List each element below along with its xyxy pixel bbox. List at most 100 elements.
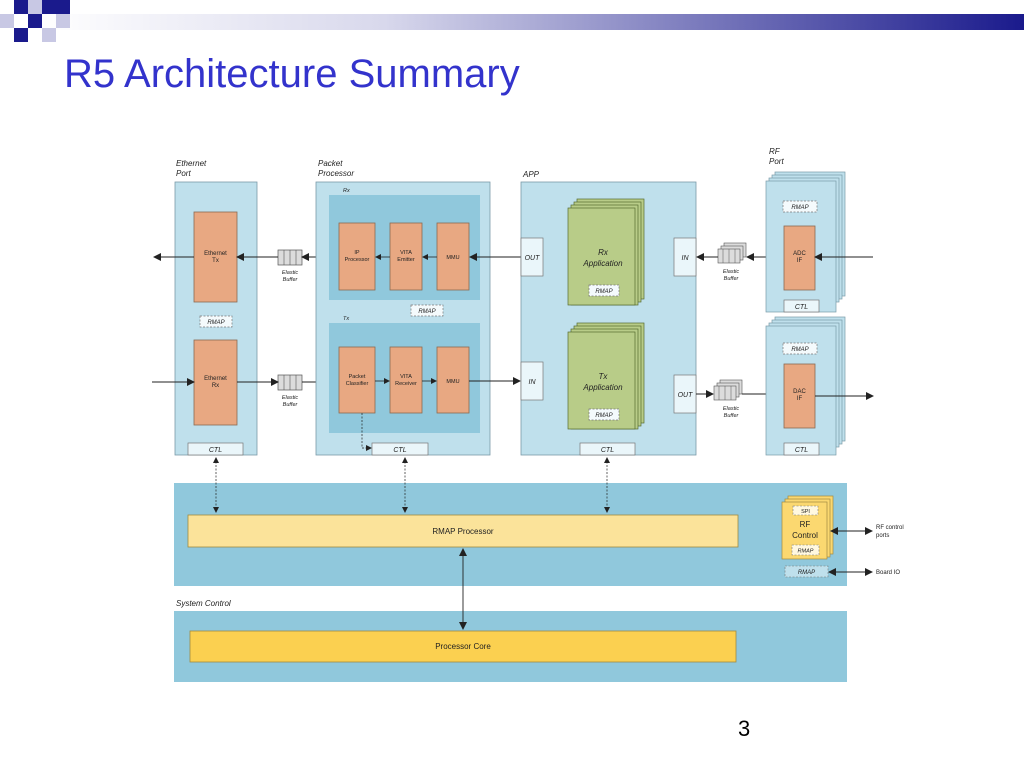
- packet-processor-label-2: Processor: [318, 169, 354, 178]
- app-out-port: [520, 237, 544, 277]
- classifier-to-ctl-dashed: [361, 413, 372, 451]
- pp-rx-label: Rx: [343, 188, 350, 194]
- rmap-processor-block: [187, 514, 739, 548]
- spi-box: [792, 505, 819, 516]
- rmap-processor-label: RMAP Processor: [432, 527, 494, 536]
- rf-control-label: RF: [800, 520, 811, 529]
- elastic-buffer-rx: [277, 374, 303, 391]
- processor-core-block: [189, 630, 737, 663]
- ethernet-port-label: Ethernet: [176, 159, 207, 168]
- mmu-rx-label: MMU: [446, 255, 459, 261]
- ethernet-tx-label: Ethernet: [204, 251, 227, 257]
- ethernet-ctl-box: [187, 442, 244, 456]
- ip-processor-block: [338, 222, 376, 291]
- ethernet-rx-label-2: Rx: [212, 383, 219, 389]
- rf-control-ports-label-2: ports: [876, 533, 889, 539]
- spi-label: SPI: [801, 509, 810, 515]
- rf-adc-ctl-box: [783, 299, 820, 313]
- rx-app-rmap-box: [588, 284, 620, 297]
- ethernet-rx-label: Ethernet: [204, 376, 227, 382]
- app-in-label: IN: [529, 379, 537, 386]
- header-checker-bar: [0, 0, 1024, 42]
- adc-if-label: ADC: [793, 251, 806, 257]
- elastic-buffer-rf-rx-label: Elastic: [723, 269, 739, 275]
- dac-if-label-2: IF: [797, 396, 803, 402]
- app-out-label: OUT: [525, 255, 541, 262]
- app-label: APP: [522, 170, 540, 179]
- rf-port-label-2: Port: [769, 157, 784, 166]
- dac-if-label: DAC: [793, 389, 806, 395]
- elastic-buffer-rf-rx: [717, 242, 747, 264]
- vita-receiver-block: [389, 346, 423, 414]
- packet-classifier-block: [338, 346, 376, 414]
- ethernet-port-label-2: Port: [176, 169, 191, 178]
- vita-receiver-label: VITA: [400, 374, 412, 380]
- ethernet-rx-block: [193, 339, 238, 426]
- app-ctl-label: CTL: [601, 447, 614, 454]
- app-in-right-label: IN: [682, 255, 690, 262]
- elastic-buffer-rf-rx-label-2: Buffer: [724, 276, 740, 282]
- board-rmap-box: [784, 565, 829, 578]
- rf-adc-rmap-label: RMAP: [791, 205, 808, 211]
- slide-title: R5 Architecture Summary: [64, 52, 520, 96]
- packet-classifier-label: Packet: [349, 374, 366, 380]
- ethernet-tx-label-2: Tx: [212, 258, 219, 264]
- mmu-tx-block: [436, 346, 470, 414]
- ethernet-rmap-label: RMAP: [207, 320, 224, 326]
- app-ctl-box: [579, 442, 636, 456]
- system-control-label: System Control: [176, 599, 231, 608]
- vita-receiver-label-2: Receiver: [395, 381, 417, 387]
- ethernet-tx-block: [193, 211, 238, 303]
- rf-control-rmap-label: RMAP: [798, 549, 814, 555]
- vita-emitter-block: [389, 222, 423, 291]
- rf-adc-rmap-box: [782, 200, 818, 213]
- mmu-rx-block: [436, 222, 470, 291]
- rf-adc-ctl-label: CTL: [795, 304, 808, 311]
- rf-control-rmap-box: [791, 544, 820, 556]
- pp-rmap-box: [410, 304, 444, 317]
- tx-app-rmap-box: [588, 408, 620, 421]
- elastic-buffer-tx: [277, 249, 303, 266]
- packet-processor-label: Packet: [318, 159, 343, 168]
- elastic-buffer-tx-label: Elastic: [282, 270, 298, 276]
- ip-processor-label-2: Processor: [345, 257, 370, 263]
- tx-app-rmap-label: RMAP: [595, 413, 612, 419]
- mmu-tx-label: MMU: [446, 379, 459, 385]
- ethernet-ctl-label: CTL: [209, 447, 222, 454]
- rf-dac-ctl-box: [783, 442, 820, 456]
- elastic-buffer-rx-label-2: Buffer: [283, 402, 299, 408]
- pp-ctl-box: [371, 442, 429, 456]
- elastic-buffer-rf-tx-label-2: Buffer: [724, 413, 740, 419]
- board-rmap-label: RMAP: [798, 570, 815, 576]
- page-number: 3: [738, 716, 751, 741]
- pp-ctl-label: CTL: [393, 447, 406, 454]
- board-io-label: Board IO: [876, 570, 900, 576]
- rf-dac-rmap-label: RMAP: [791, 347, 808, 353]
- rx-app-rmap-label: RMAP: [595, 289, 612, 295]
- tx-application-label-2: Application: [582, 383, 623, 392]
- rx-application-label: Rx: [598, 248, 609, 257]
- processor-core-label: Processor Core: [435, 642, 491, 651]
- pp-tx-label: Tx: [343, 316, 349, 322]
- elastic-buffer-tx-label-2: Buffer: [283, 277, 299, 283]
- ethernet-rmap-box: [199, 315, 233, 328]
- packet-classifier-label-2: Classifier: [346, 381, 369, 387]
- elastic-buffer-rf-tx: [713, 379, 743, 401]
- rf-port-label: RF: [769, 147, 781, 156]
- pp-rmap-label: RMAP: [418, 309, 435, 315]
- rx-application-label-2: Application: [582, 259, 623, 268]
- vita-emitter-label: VITA: [400, 250, 412, 256]
- rf-dac-ctl-label: CTL: [795, 447, 808, 454]
- elastic-buffer-rx-label: Elastic: [282, 395, 298, 401]
- ip-processor-label: IP: [354, 250, 360, 256]
- rf-control-label-2: Control: [792, 531, 818, 540]
- tx-application-label: Tx: [599, 372, 609, 381]
- app-in-port: [520, 361, 544, 401]
- dac-if-block: [783, 363, 816, 429]
- rf-dac-rmap-box: [782, 342, 818, 355]
- rf-control-ports-label: RF control: [876, 525, 904, 531]
- elastic-buffer-rf-tx-label: Elastic: [723, 406, 739, 412]
- vita-emitter-label-2: Emitter: [397, 257, 415, 263]
- adc-if-label-2: IF: [797, 258, 803, 264]
